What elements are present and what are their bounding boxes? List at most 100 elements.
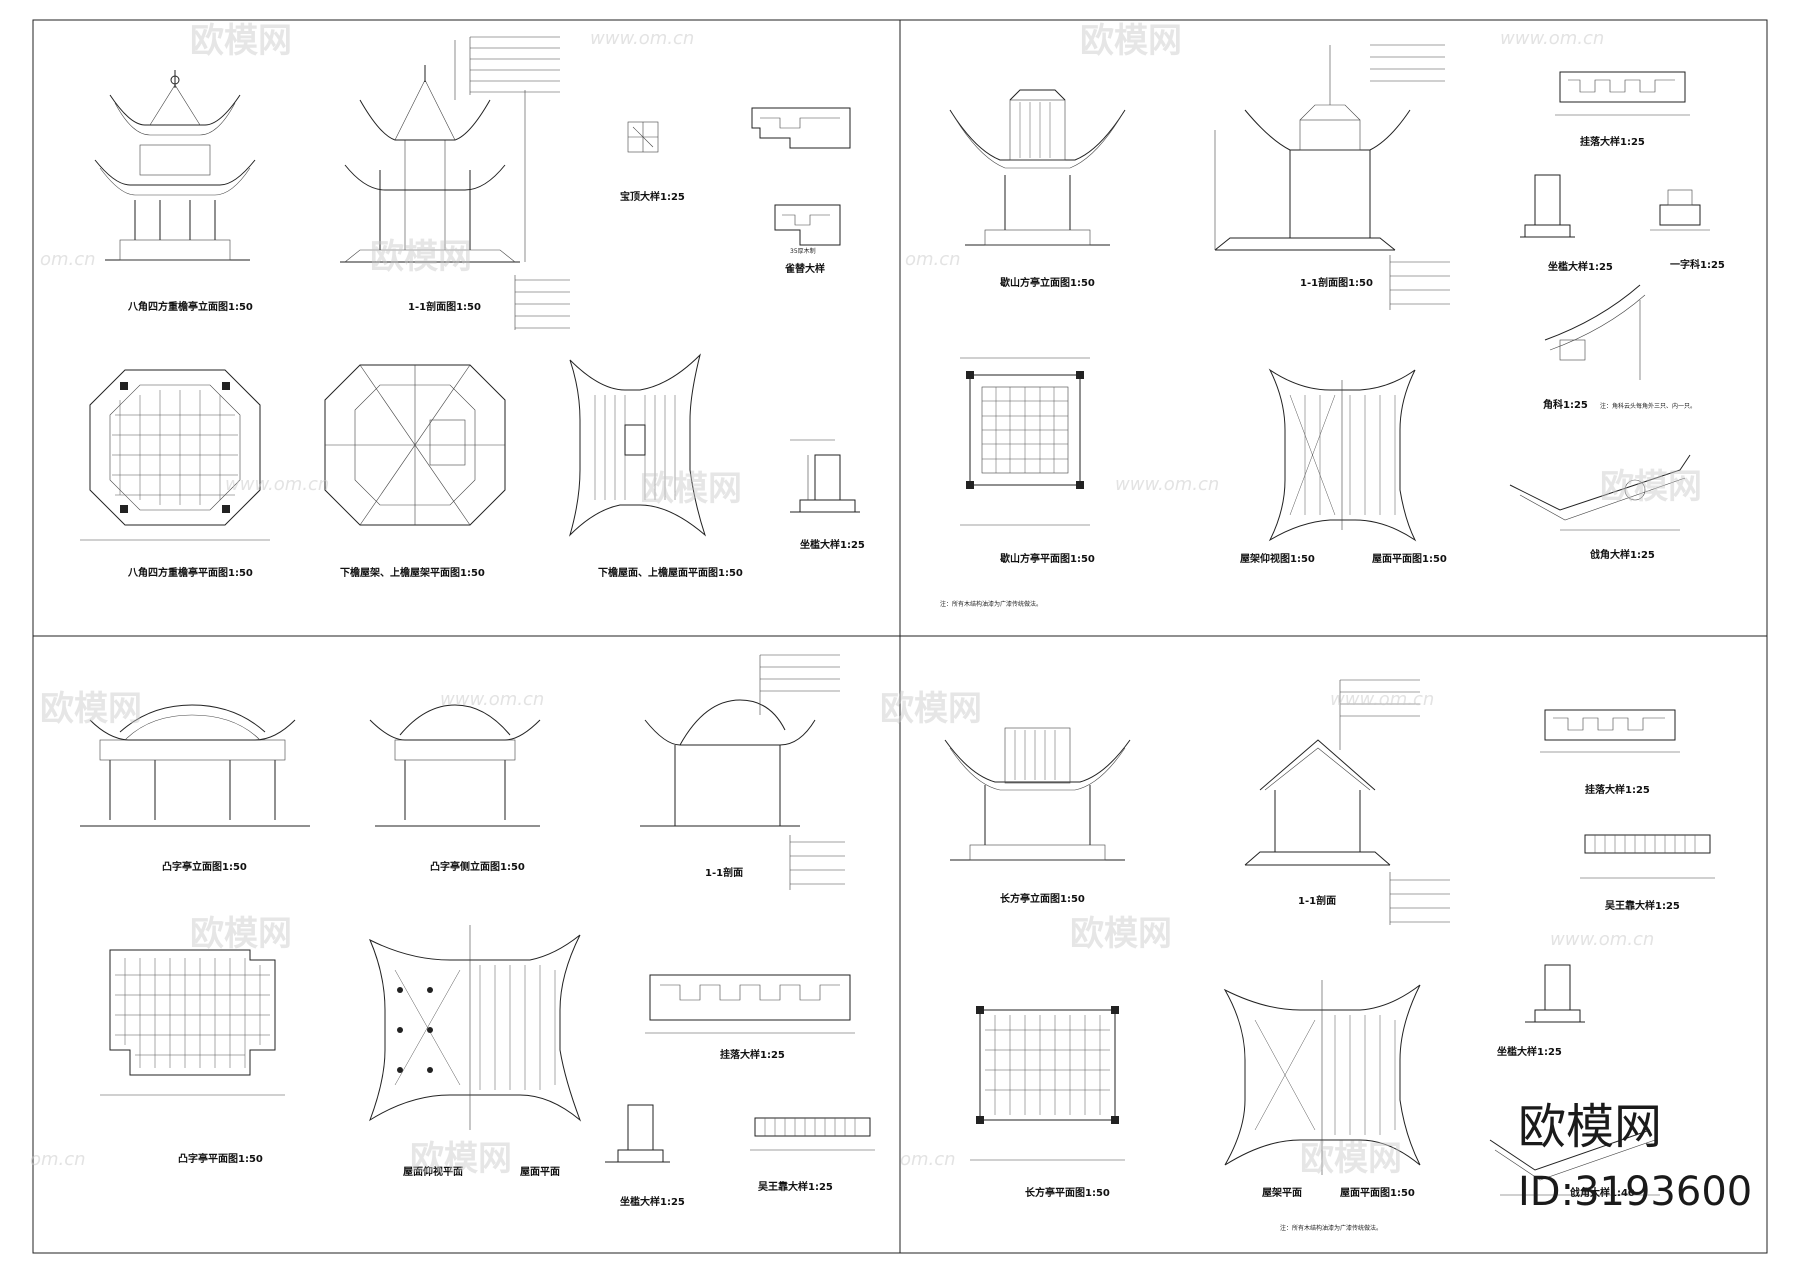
watermark-brand: 欧模网 <box>1070 914 1172 954</box>
caption-gable-elevation: 歇山方亭立面图1:50 <box>999 276 1095 289</box>
caption-rect-sill: 坐槛大样1:25 <box>1497 1045 1562 1058</box>
note-lacquer-top-right: 注：所有木结构油漆为广漆传统做法。 <box>940 600 1042 608</box>
section-notes <box>469 36 570 330</box>
octagon-pavilion-plan <box>80 369 270 541</box>
watermark-url: www.om.cn <box>1115 474 1219 495</box>
rect-pavilion-section <box>1244 679 1450 925</box>
caption-convex-roof-view: 屋面仰视平面 <box>403 1165 463 1178</box>
convex-roof-plans <box>369 925 582 1130</box>
rect-pavilion-plan <box>970 1006 1125 1161</box>
caption-gable-lattice-detail: 挂落大样1:25 <box>1580 135 1645 148</box>
hip-corner-detail <box>1509 454 1691 531</box>
caption-octagon-elevation: 八角四方重檐亭立面图1:50 <box>127 300 253 313</box>
roof-frame-plan <box>324 364 506 526</box>
caption-gable-section: 1-1剖面图1:50 <box>1300 276 1373 289</box>
lattice-detail-bottom-right <box>1540 709 1680 753</box>
caption-convex-plan: 凸字亭平面图1:50 <box>178 1152 263 1165</box>
watermark-brand: 欧模网 <box>640 469 742 509</box>
quadrant-top-right: 歇山方亭立面图1:50 1-1剖面图1:50 挂落大样1:25 坐槛大样1:25… <box>940 44 1725 608</box>
caption-roof-surface-plan: 下檐屋面、上檐屋面平面图1:50 <box>598 566 743 579</box>
caption-hip-corner-detail: 戗角大样1:25 <box>1590 548 1655 561</box>
watermark-brand: 欧模网 <box>1080 21 1182 61</box>
note-lacquer-bottom-right: 注：所有木结构油漆为广漆传统做法。 <box>1280 1224 1382 1232</box>
sill-detail-bottom-left <box>605 1104 670 1163</box>
watermark-url: www.om.cn <box>440 689 544 710</box>
caption-section-1-1: 1-1剖面图1:50 <box>408 300 481 313</box>
caption-sill-detail: 坐槛大样1:25 <box>800 538 865 551</box>
caption-convex-sill: 坐槛大样1:25 <box>620 1195 685 1208</box>
caption-rect-elevation: 长方亭立面图1:50 <box>1000 892 1085 905</box>
rect-hip-corner-detail <box>1489 1129 1660 1196</box>
watermark-url-short: om.cn <box>40 249 96 270</box>
caption-rect-backrest: 吴王靠大样1:25 <box>1605 899 1680 912</box>
caption-convex-lattice: 挂落大样1:25 <box>720 1048 785 1061</box>
gable-roof-plans <box>1268 368 1417 542</box>
caption-bracket-detail: 雀替大样 <box>784 262 825 275</box>
watermark-url: www.om.cn <box>1550 929 1654 950</box>
caption-convex-side-elevation: 凸字亭侧立面图1:50 <box>430 860 525 873</box>
caption-rect-plan: 长方亭平面图1:50 <box>1025 1186 1110 1199</box>
convex-pavilion-section <box>640 654 845 890</box>
caption-rect-roof-frame: 屋架平面 <box>1262 1186 1302 1199</box>
gable-pavilion-section <box>1214 44 1450 310</box>
watermark-brand: 欧模网 <box>190 21 292 61</box>
watermark-url: www.om.cn <box>590 28 694 49</box>
watermark-brand: 欧模网 <box>1600 467 1702 507</box>
convex-pavilion-elevation <box>80 704 310 827</box>
backrest-detail-bottom-right <box>1580 834 1715 879</box>
watermark-url-short: om.cn <box>30 1149 86 1170</box>
bracket-detail: 35厚木制 <box>751 107 851 255</box>
note-corner-bracket: 注：角科云头每角外三只、内一只。 <box>1600 402 1696 410</box>
roof-surface-plan <box>568 353 707 537</box>
caption-rect-lattice: 挂落大样1:25 <box>1585 783 1650 796</box>
octagon-pavilion-elevation <box>94 70 256 261</box>
watermark-brand: 欧模网 <box>1300 1139 1402 1179</box>
caption-bracket-set: 一字科1:25 <box>1670 258 1725 271</box>
watermark-brand: 欧模网 <box>40 689 142 729</box>
gable-pavilion-plan <box>960 357 1090 526</box>
bracket-set-detail <box>1650 189 1710 231</box>
caption-gable-plan: 歇山方亭平面图1:50 <box>999 552 1095 565</box>
sill-detail-bottom-right <box>1525 964 1585 1023</box>
finial-detail <box>627 121 659 153</box>
caption-convex-section: 1-1剖面 <box>705 866 743 879</box>
watermark-brand: 欧模网 <box>410 1139 512 1179</box>
caption-convex-elevation: 凸字亭立面图1:50 <box>162 860 247 873</box>
caption-roof-frame-plan: 下檐屋架、上檐屋架平面图1:50 <box>340 566 485 579</box>
caption-rect-roof-plan: 屋面平面图1:50 <box>1340 1187 1415 1199</box>
watermarks: 欧模网 欧模网 欧模网 欧模网 欧模网 欧模网 欧模网 欧模网 欧模网 欧模网 … <box>30 21 1702 1179</box>
quadrant-bottom-left: 凸字亭立面图1:50 凸字亭侧立面图1:50 1-1剖面 凸字亭平面图1:50 … <box>80 654 875 1208</box>
corner-bracket-detail <box>1544 284 1646 380</box>
caption-convex-backrest: 吴王靠大样1:25 <box>758 1180 833 1193</box>
octagon-pavilion-section <box>340 40 526 263</box>
sill-detail-top-right <box>1520 174 1575 238</box>
convex-pavilion-plan <box>100 949 285 1096</box>
watermark-brand: 欧模网 <box>880 689 982 729</box>
backrest-detail-bottom-left <box>750 1117 875 1151</box>
gable-pavilion-elevation <box>949 89 1126 246</box>
watermark-url: www.om.cn <box>1500 28 1604 49</box>
rect-pavilion-elevation <box>944 727 1131 861</box>
watermark-url-short: om.cn <box>900 1149 956 1170</box>
caption-roof-plan: 屋面平面图1:50 <box>1372 553 1447 565</box>
caption-rect-hip-corner: 戗角大样1:40 <box>1570 1186 1635 1199</box>
watermark-brand: 欧模网 <box>370 237 472 277</box>
watermark-brand: 欧模网 <box>190 914 292 954</box>
bracket-thickness-label: 35厚木制 <box>790 247 816 255</box>
caption-finial-detail: 宝顶大样1:25 <box>620 190 685 203</box>
caption-convex-roof-plan: 屋面平面 <box>520 1166 560 1178</box>
brand-badge: 欧模网 ID:3193600 <box>1518 1099 1752 1215</box>
rect-roof-plans <box>1223 980 1421 1175</box>
quadrant-top-left: 35厚木制 <box>80 36 865 579</box>
watermark-url: www.om.cn <box>225 474 329 495</box>
lattice-detail-bottom-left <box>645 974 855 1034</box>
watermark-url: www.om.cn <box>1330 689 1434 710</box>
caption-gable-sill-detail: 坐槛大样1:25 <box>1548 260 1613 273</box>
lattice-detail-top-right <box>1555 71 1690 116</box>
quadrant-bottom-right: 长方亭立面图1:50 1-1剖面 挂落大样1:25 吴王靠大样1:25 坐槛大样… <box>944 679 1715 1232</box>
convex-pavilion-side-elevation <box>369 704 541 827</box>
brand-logo-text: 欧模网 <box>1518 1099 1662 1155</box>
sill-detail-top-left <box>790 439 860 513</box>
caption-octagon-plan: 八角四方重檐亭平面图1:50 <box>127 566 253 579</box>
